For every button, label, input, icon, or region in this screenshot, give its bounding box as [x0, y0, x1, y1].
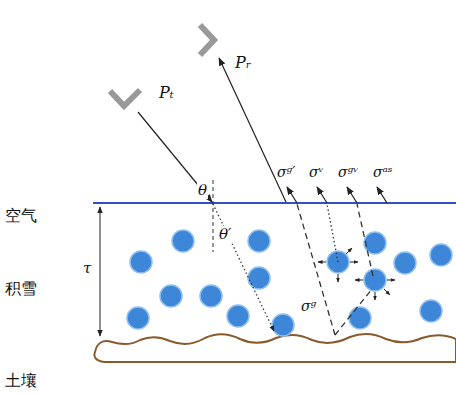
- incidence-angle-label: θ: [197, 182, 208, 199]
- depth-arrow: [100, 207, 101, 336]
- snow-grain: [172, 230, 194, 252]
- snow-grain: [430, 244, 452, 266]
- snow-grain: [248, 267, 270, 289]
- radiating-arrow: [350, 262, 358, 263]
- received-arrow: [219, 58, 286, 202]
- receive-antenna: [200, 25, 214, 55]
- radiating-arrow: [355, 280, 363, 281]
- refraction-angle-label: θ′: [218, 226, 232, 243]
- snow-grain: [200, 285, 222, 307]
- scatter-arrow: [377, 187, 387, 203]
- radiating-arrow: [387, 280, 395, 281]
- scatter-term-label: σᵍ: [300, 298, 317, 314]
- ground-volume-path: [357, 204, 373, 276]
- refracted-ray: [213, 204, 274, 331]
- snow-grain: [394, 252, 416, 274]
- surface-normal: [213, 180, 214, 252]
- snow-grain: [349, 307, 371, 329]
- snow-grain: [248, 230, 270, 252]
- radiating-arrow: [338, 274, 339, 282]
- radiating-arrow: [318, 262, 326, 263]
- scatter-arrow: [287, 187, 297, 203]
- snow-grain: [420, 300, 442, 322]
- transmit-antenna: [110, 90, 140, 106]
- depth-label: τ: [82, 260, 92, 277]
- incident-arrow: [138, 112, 212, 202]
- radiating-arrow: [384, 289, 390, 295]
- scatter-arrow: [347, 187, 357, 203]
- layer-name: 积雪: [4, 280, 38, 298]
- radiating-arrows: [318, 248, 395, 300]
- snow-grain: [364, 269, 386, 291]
- scatter-term-label: σᵍ′: [276, 164, 296, 180]
- air-snow-boundary: [93, 202, 456, 204]
- layer-name: 空气: [4, 207, 38, 225]
- volume-path: [327, 204, 338, 262]
- scatter-term-label: σᵃˢ: [372, 164, 394, 180]
- receive-power-label: Pᵣ: [234, 54, 252, 72]
- ground-volume-path: [335, 289, 372, 335]
- snow-grains: [127, 230, 452, 336]
- layer-name: 土壤: [4, 372, 38, 390]
- soil-surface: [94, 334, 456, 362]
- scatter-term-label: σᵍᵛ: [337, 164, 359, 180]
- snow-grain: [127, 307, 149, 329]
- ground-path: [297, 204, 335, 335]
- snow-grain: [227, 305, 249, 327]
- snow-grain: [272, 314, 294, 336]
- radiating-arrow: [375, 292, 376, 300]
- transmit-power-label: Pₜ: [158, 84, 175, 102]
- scatter-term-label: σᵛ: [308, 164, 325, 180]
- radiating-arrow: [346, 248, 352, 254]
- snow-grain: [130, 251, 152, 273]
- scatter-arrow: [317, 187, 327, 203]
- snow-grain: [160, 285, 182, 307]
